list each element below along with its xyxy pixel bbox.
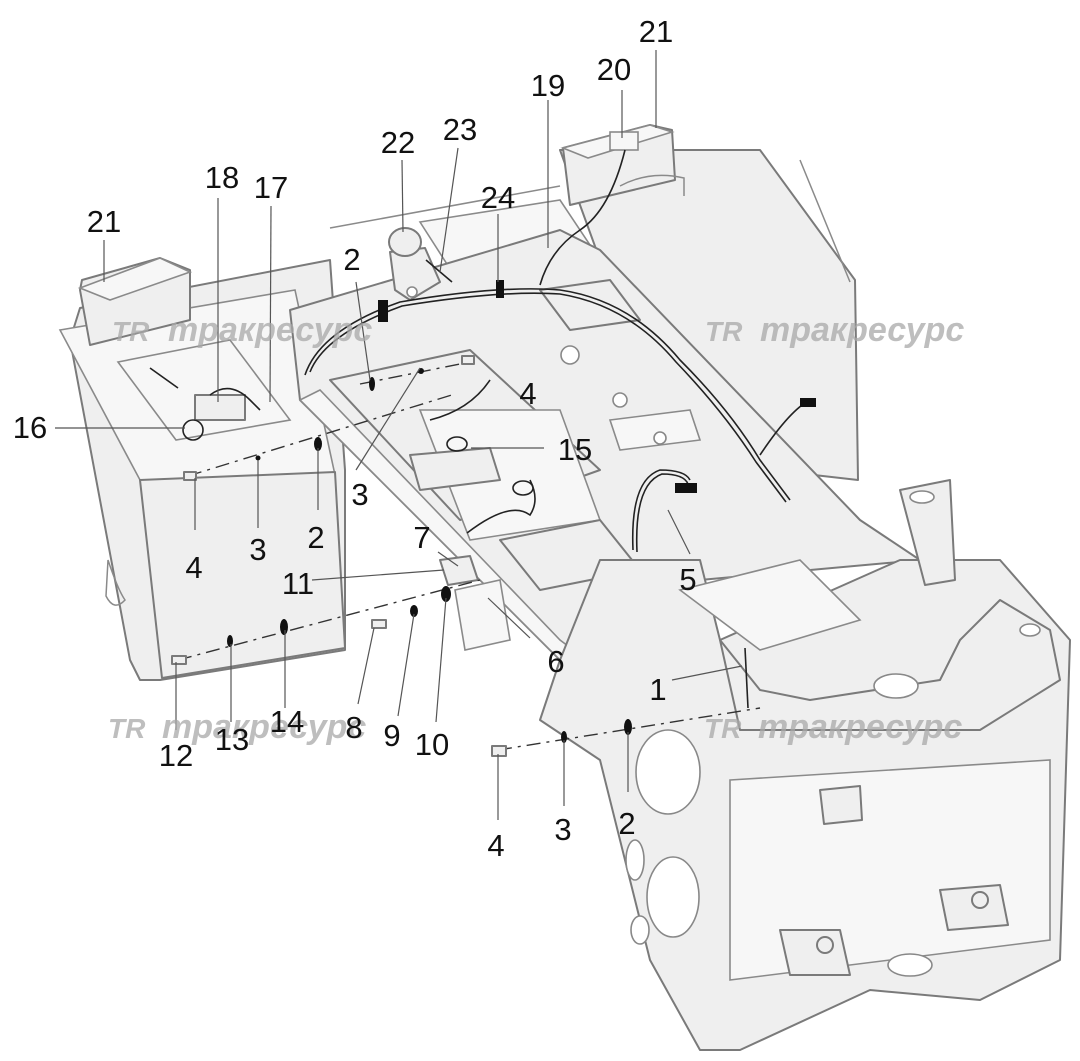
watermark-logo: TR [704,713,742,744]
callout-21: 21 [639,14,673,49]
callout-16: 16 [13,410,47,445]
main-frame [289,229,921,702]
watermark-top-right: TR тракресурс [705,311,964,349]
callout-15: 15 [558,432,592,467]
callout-12: 12 [159,738,193,773]
watermark-top-left: TR тракресурс [112,311,372,349]
wiring-harness [304,149,816,553]
watermark-bottom-left: TR тракресурс [108,708,366,746]
watermark-text: тракресурс [162,708,366,746]
callout-14: 14 [270,704,304,739]
callout-4: 4 [487,828,504,863]
rod-1 [744,647,749,709]
tank-fittings [149,367,261,441]
cable-clamps [446,436,534,496]
callout-9: 9 [383,718,400,753]
callout-22: 22 [381,125,415,160]
callout-6: 6 [547,644,564,679]
battery-left [77,257,193,346]
callout-23: 23 [443,112,477,147]
callout-18: 18 [205,160,239,195]
fastener-axes [177,361,761,751]
front-frame [539,479,1071,1051]
callout-8: 8 [345,710,362,745]
callout-10: 10 [415,727,449,762]
watermark-logo: TR [108,713,146,744]
callout-2: 2 [618,806,635,841]
callout-21: 21 [87,204,121,239]
callout-4: 4 [185,550,202,585]
callout-20: 20 [597,52,631,87]
watermark-logo: TR [705,316,743,347]
leader-lines [55,50,743,820]
callout-4: 4 [519,376,536,411]
bracket-7 [439,555,511,651]
callout-2: 2 [343,242,360,277]
switch-relay [388,227,453,301]
callout-19: 19 [531,68,565,103]
watermark-logo: TR [112,316,150,347]
callout-3: 3 [351,477,368,512]
callout-24: 24 [481,180,515,215]
watermark-text: тракресурс [758,708,962,746]
callout-labels: 21 20 19 23 22 24 21 18 17 2 4 16 15 3 4… [13,14,697,863]
watermark-text: тракресурс [168,311,372,349]
battery-right [560,124,685,206]
fasteners [171,355,632,757]
callout-13: 13 [215,722,249,757]
callout-1: 1 [649,672,666,707]
watermark-text: тракресурс [760,311,964,349]
callout-17: 17 [254,170,288,205]
callout-2: 2 [307,520,324,555]
callout-7: 7 [413,520,430,555]
callout-3: 3 [249,532,266,567]
callout-11: 11 [282,566,314,601]
callout-5: 5 [679,562,696,597]
callout-3: 3 [554,812,571,847]
watermark-bottom-right: TR тракресурс [704,708,962,746]
